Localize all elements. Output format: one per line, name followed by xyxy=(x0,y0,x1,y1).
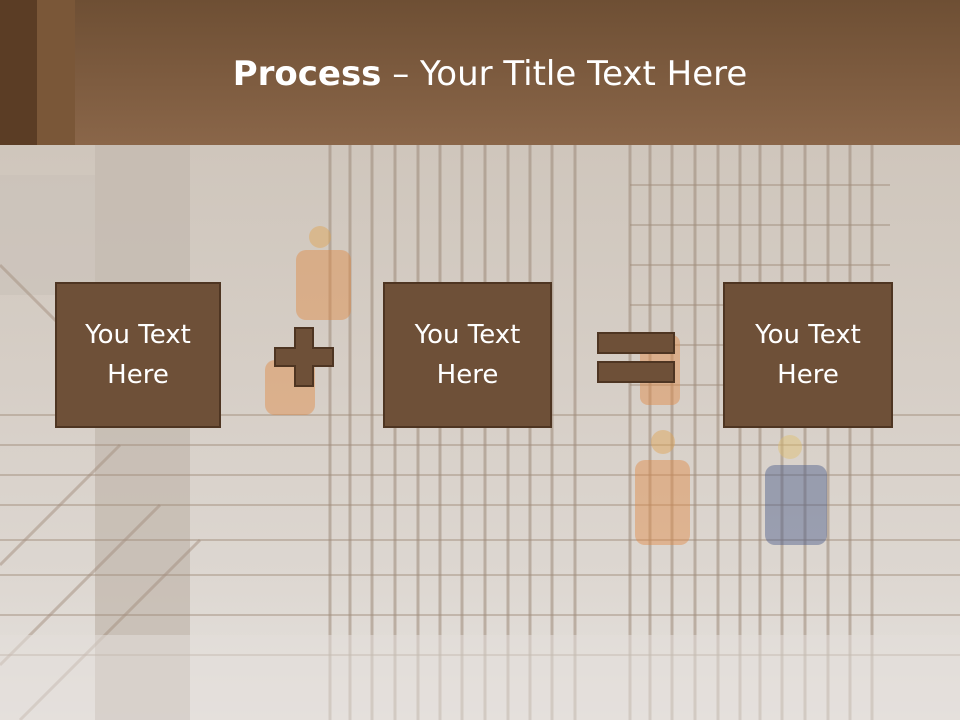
process-step-2-text: You Text Here xyxy=(414,320,521,390)
construction-background-image xyxy=(0,145,960,720)
title-banner: Process – Your Title Text Here xyxy=(0,0,960,145)
scaffolding-illustration xyxy=(0,145,960,720)
plus-icon xyxy=(274,327,334,387)
process-step-3[interactable]: You Text Here xyxy=(723,282,893,428)
title-bold: Process xyxy=(232,54,382,94)
process-step-3-text: You Text Here xyxy=(755,320,861,390)
process-step-2[interactable]: You Text Here xyxy=(383,282,552,428)
equals-icon xyxy=(597,332,675,383)
accent-bar-dark xyxy=(0,0,37,145)
process-step-1[interactable]: You Text Here xyxy=(55,282,221,428)
process-step-1-text: You Text Here xyxy=(85,320,191,390)
title-rest: – Your Title Text Here xyxy=(381,54,748,94)
accent-bar-light xyxy=(37,0,75,145)
slide-title[interactable]: Process – Your Title Text Here xyxy=(75,52,905,96)
